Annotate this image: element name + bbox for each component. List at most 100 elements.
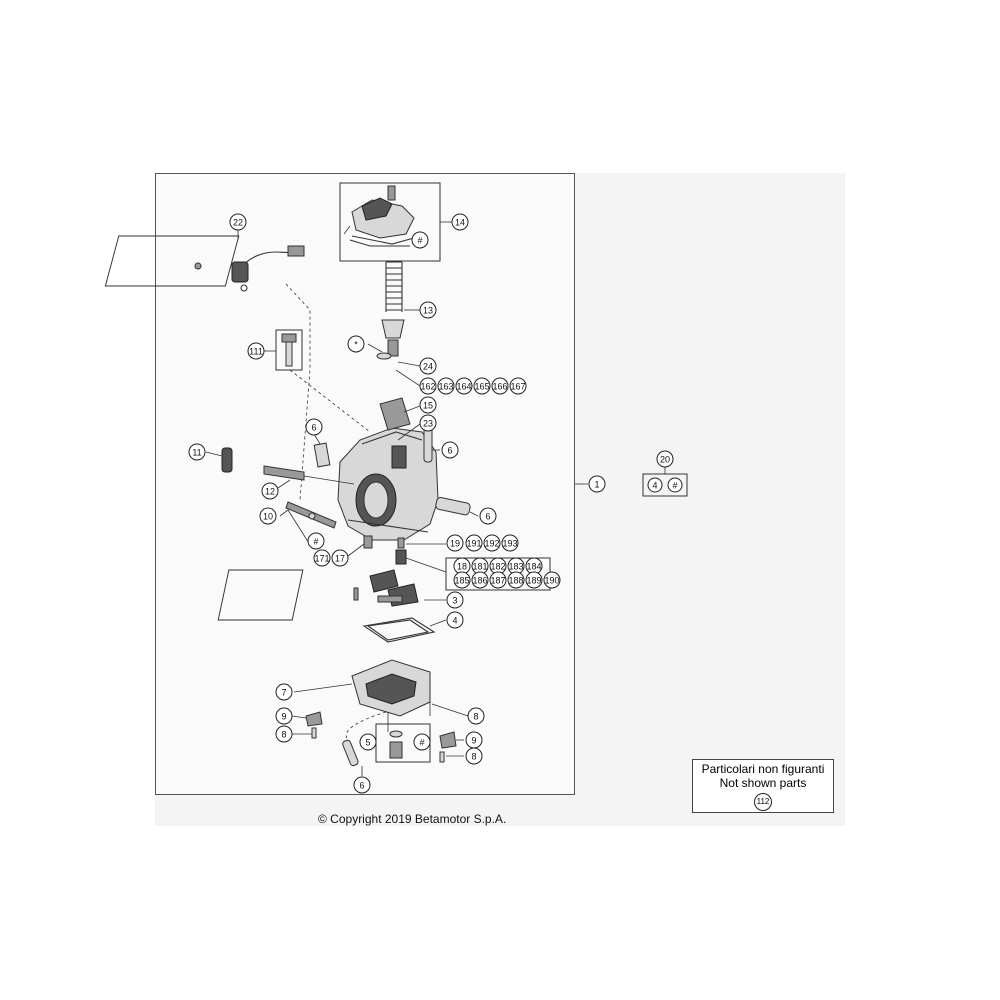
- float-bowl-gasket-inner: [366, 619, 430, 641]
- callout-23-label: 17: [335, 554, 345, 564]
- callout-21-label: #: [313, 537, 318, 547]
- callout-7: 163: [437, 377, 455, 395]
- leader-star: [367, 343, 383, 353]
- leader-jet-needle: [395, 369, 421, 387]
- callout-49: 6: [353, 776, 371, 794]
- callout-43: 9: [275, 707, 293, 725]
- callout-42-label: 8: [473, 712, 478, 722]
- throttle-cap-part: [343, 185, 415, 247]
- callout-23: 17: [331, 549, 349, 567]
- callout-25: 191: [465, 534, 483, 552]
- callout-35: 187: [489, 571, 507, 589]
- sensor-dashed-line: [285, 283, 311, 501]
- callout-16-label: 11: [192, 448, 201, 458]
- callout-46-label: #: [419, 738, 424, 748]
- callout-8: 164: [455, 377, 473, 395]
- callout-3-label: 13: [423, 306, 433, 316]
- callout-44-label: 8: [281, 730, 286, 740]
- carburetor-body: [337, 397, 439, 541]
- callout-33-label: 185: [454, 576, 469, 586]
- clip-part: [376, 352, 392, 360]
- callout-40: 4: [446, 611, 464, 629]
- callout-6: 162: [419, 377, 437, 395]
- idle-screw-box: [275, 329, 303, 371]
- callout-32-label: 184: [526, 562, 541, 572]
- callout-5-label: 24: [423, 362, 433, 372]
- callout-48: 8: [465, 747, 483, 765]
- small-jet-17: [363, 535, 373, 549]
- vent-tube-left: [313, 442, 331, 468]
- callout-34: 186: [471, 571, 489, 589]
- idle-screw-dashed: [289, 369, 371, 433]
- callout-1-label: 14: [455, 218, 465, 228]
- callout-16: 11: [188, 443, 206, 461]
- callout-8-label: 164: [456, 382, 471, 392]
- callout-39-label: 3: [452, 596, 457, 606]
- callout-4: *: [347, 335, 365, 353]
- callout-14-label: 23: [423, 419, 433, 429]
- leader-11: [205, 451, 223, 457]
- vent-tube-right: [435, 497, 471, 516]
- leader-6-left: [313, 433, 321, 445]
- overflow-tube: [342, 739, 359, 767]
- callout-34-label: 186: [472, 576, 487, 586]
- choke-plunger: [221, 447, 233, 473]
- leader-10: [279, 509, 313, 549]
- callout-42: 8: [467, 707, 485, 725]
- callout-29-label: 181: [472, 562, 487, 572]
- callout-side-item-1-label: #: [672, 481, 677, 491]
- callout-10-label: 166: [492, 382, 507, 392]
- callout-48-label: 8: [471, 752, 476, 762]
- fuel-screw-assembly: [285, 501, 337, 529]
- callout-19: 6: [479, 507, 497, 525]
- callout-22-label: 171: [314, 554, 329, 564]
- drain-plug: [389, 730, 403, 759]
- main-jets: [395, 537, 407, 565]
- callout-9: 165: [473, 377, 491, 395]
- bottom-clamp-right: [439, 731, 457, 763]
- callout-38-label: 190: [544, 576, 559, 586]
- air-screw: [263, 465, 355, 485]
- callout-side-group-label: 20: [660, 455, 670, 465]
- callout-18-label: 12: [265, 487, 275, 497]
- callout-6-label: 162: [420, 382, 435, 392]
- leader-15: [403, 405, 421, 413]
- leader-7: [293, 683, 353, 693]
- callout-15-label: 6: [311, 423, 316, 433]
- leader-17: [347, 543, 365, 557]
- callout-side-group: 20: [656, 450, 674, 468]
- callout-7-label: 163: [438, 382, 453, 392]
- float-bowl: [351, 659, 431, 732]
- callout-44: 8: [275, 725, 293, 743]
- callout-29: 181: [471, 557, 489, 575]
- callout-41: 7: [275, 683, 293, 701]
- callout-11-label: 167: [510, 382, 525, 392]
- callout-19-label: 6: [485, 512, 490, 522]
- callout-10: 166: [491, 377, 509, 395]
- copyright-text: © Copyright 2019 Betamotor S.p.A.: [318, 812, 507, 826]
- callout-side-item-1: #: [667, 477, 683, 493]
- callout-37-label: 189: [526, 576, 541, 586]
- callout-20-label: 10: [263, 512, 273, 522]
- callout-3: 13: [419, 301, 437, 319]
- callout-side-item-0: 4: [647, 477, 663, 493]
- callout-0: 22: [229, 213, 247, 231]
- callout-12: 111: [247, 342, 265, 360]
- callout-12-label: 111: [249, 347, 263, 357]
- not-shown-parts-note: Particolari non figuranti Not shown part…: [692, 759, 834, 813]
- overflow-dashed: [345, 711, 387, 741]
- callout-37: 189: [525, 571, 543, 589]
- callout-frame: 1: [588, 475, 606, 493]
- idle-adjust-screw: [281, 333, 297, 367]
- callout-49-label: 6: [359, 781, 364, 791]
- callout-30-label: 182: [490, 562, 505, 572]
- leader-23: [397, 423, 421, 441]
- callout-27: 193: [501, 534, 519, 552]
- callout-0-label: 22: [233, 218, 243, 228]
- callout-17-label: 6: [447, 446, 452, 456]
- throttle-position-sensor: [194, 245, 305, 292]
- callout-36: 188: [507, 571, 525, 589]
- callout-14: 23: [419, 414, 437, 432]
